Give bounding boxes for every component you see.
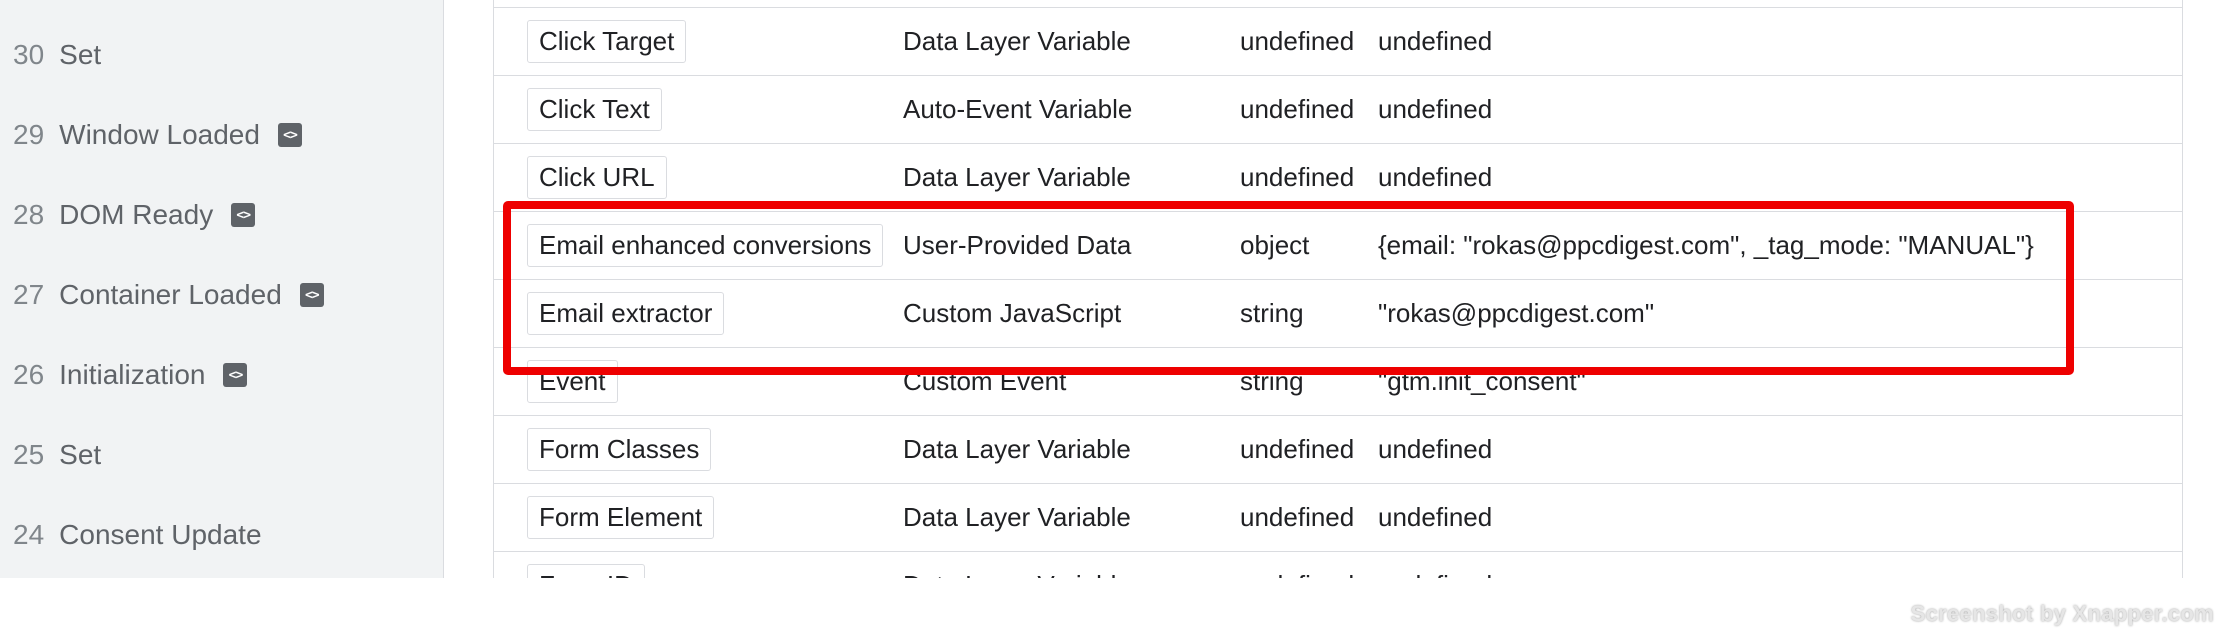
variable-type: Auto-Event Variable xyxy=(903,93,1133,124)
table-row: Email extractor Custom JavaScript string… xyxy=(494,279,2182,347)
event-name: Window Loaded xyxy=(59,119,260,150)
table-row: Form Element Data Layer Variable undefin… xyxy=(494,483,2182,551)
return-type: undefined xyxy=(1240,552,1354,579)
variable-value: "gtm.init_consent" xyxy=(1378,365,1586,396)
return-type: string xyxy=(1240,297,1304,328)
event-name: Set xyxy=(59,439,102,470)
table-row: Click Target Data Layer Variable undefin… xyxy=(494,7,2182,75)
variable-type: Data Layer Variable xyxy=(903,25,1131,56)
variable-type: Custom JavaScript xyxy=(903,297,1122,328)
event-name: DOM Ready xyxy=(59,199,214,230)
event-number: 30 xyxy=(13,39,45,70)
event-name: Initialization xyxy=(59,359,206,390)
variable-value: undefined xyxy=(1378,25,1493,56)
code-icon: <> xyxy=(299,283,324,307)
event-number: 28 xyxy=(13,199,45,230)
return-type: undefined xyxy=(1240,25,1355,56)
table-row: Form Classes Data Layer Variable undefin… xyxy=(494,415,2182,483)
table-row: Event Custom Event string "gtm.init_cons… xyxy=(494,347,2182,415)
event-item-consent-update[interactable]: 24 Consent Update xyxy=(13,511,262,559)
watermark: Screenshot by Xnapper.com xyxy=(1910,601,2214,626)
variable-value: undefined xyxy=(1378,93,1493,124)
event-item-set-25[interactable]: 25 Set xyxy=(13,431,101,479)
variable-type: User-Provided Data xyxy=(903,229,1132,260)
return-type: undefined xyxy=(1240,161,1355,192)
variable-type: Data Layer Variable xyxy=(903,433,1131,464)
event-number: 26 xyxy=(13,359,45,390)
return-type: undefined xyxy=(1240,93,1355,124)
table-row: Click Text Auto-Event Variable undefined… xyxy=(494,75,2182,143)
table-row: Form ID Data Layer Variable undefined un… xyxy=(494,551,2182,578)
variable-value: undefined xyxy=(1378,161,1493,192)
event-number: 24 xyxy=(13,519,45,550)
variable-name-chip[interactable]: Form Classes xyxy=(527,427,712,471)
variable-value: undefined xyxy=(1378,501,1493,532)
variable-name-chip[interactable]: Click Target xyxy=(527,19,687,63)
code-icon: <> xyxy=(223,363,248,387)
variable-name-chip[interactable]: Event xyxy=(527,359,618,403)
code-icon: <> xyxy=(277,123,302,147)
event-timeline-sidebar: 30 Set 29 Window Loaded <> 28 DOM Ready … xyxy=(0,0,444,578)
variable-value: "rokas@ppcdigest.com" xyxy=(1378,297,1655,328)
return-type: string xyxy=(1240,365,1304,396)
variable-value: undefined xyxy=(1378,433,1493,464)
table-row: Email enhanced conversions User-Provided… xyxy=(494,211,2182,279)
variable-name-chip[interactable]: Click URL xyxy=(527,155,667,199)
event-item-container-loaded[interactable]: 27 Container Loaded <> xyxy=(13,271,324,319)
variable-type: Data Layer Variable xyxy=(903,501,1131,532)
variables-table: Click Target Data Layer Variable undefin… xyxy=(493,0,2183,578)
event-name: Container Loaded xyxy=(59,279,282,310)
return-type: object xyxy=(1240,229,1310,260)
event-name: Set xyxy=(59,39,102,70)
return-type: undefined xyxy=(1240,501,1355,532)
event-item-initialization[interactable]: 26 Initialization <> xyxy=(13,351,248,399)
event-number: 29 xyxy=(13,119,45,150)
variable-type: Data Layer Variable xyxy=(903,161,1131,192)
event-item-dom-ready[interactable]: 28 DOM Ready <> xyxy=(13,191,256,239)
event-item-set-30[interactable]: 30 Set xyxy=(13,31,101,79)
variable-value: undefined xyxy=(1378,552,1492,579)
variable-name-chip[interactable]: Email enhanced conversions xyxy=(527,223,884,267)
variable-type: Custom Event xyxy=(903,365,1067,396)
variable-name-chip[interactable]: Click Text xyxy=(527,87,662,131)
event-item-window-loaded[interactable]: 29 Window Loaded <> xyxy=(13,111,302,159)
variable-type: Data Layer Variable xyxy=(903,552,1131,579)
event-number: 25 xyxy=(13,439,45,470)
variable-value: {email: "rokas@ppcdigest.com", _tag_mode… xyxy=(1378,229,2034,260)
code-icon: <> xyxy=(231,203,256,227)
variable-name-chip[interactable]: Email extractor xyxy=(527,291,725,335)
variable-name-chip[interactable]: Form Element xyxy=(527,495,715,539)
variable-name-chip[interactable]: Form ID xyxy=(527,563,645,578)
event-name: Consent Update xyxy=(59,519,262,550)
table-row: Click URL Data Layer Variable undefined … xyxy=(494,143,2182,211)
return-type: undefined xyxy=(1240,433,1355,464)
event-number: 27 xyxy=(13,279,45,310)
